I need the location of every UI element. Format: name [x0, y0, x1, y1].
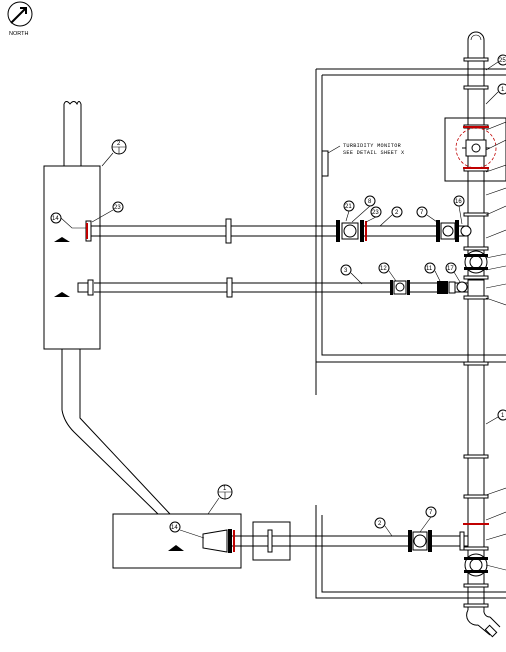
section-marker-upper	[101, 139, 127, 167]
riser-tee-middle	[467, 279, 485, 297]
callout-middle-2: 12	[380, 266, 387, 272]
upper-pipe-line	[85, 218, 472, 244]
callout-upper-4: 8	[368, 199, 372, 205]
upper-tank	[43, 101, 171, 515]
section-marker-lower	[207, 484, 233, 515]
lower-tank	[112, 513, 291, 569]
middle-pipe-line	[77, 277, 468, 298]
note-line-2: SEE DETAIL SHEET X	[343, 150, 405, 156]
north-label: NORTH	[9, 31, 28, 37]
callout-bubbles	[50, 54, 506, 571]
callout-upper-5: 23	[372, 210, 379, 216]
callout-upper-7: 7	[420, 210, 424, 216]
riser-valve-upper	[464, 250, 488, 274]
callout-lower-3: 7	[429, 510, 433, 516]
lower-pipe-line	[202, 529, 468, 553]
riser-valve-lower	[464, 553, 488, 577]
callout-riser-1: 25	[499, 58, 506, 64]
callout-riser-3: 1	[501, 413, 505, 419]
callout-upper-2: 23	[114, 205, 121, 211]
callout-lower-1: 14	[171, 525, 178, 531]
north-arrow-icon	[7, 1, 33, 27]
callout-middle-3: 11	[426, 266, 433, 272]
callout-upper-3: 21	[345, 204, 352, 210]
callout-middle-4: 17	[447, 266, 454, 272]
section-marker-lower-label: 1	[223, 486, 227, 492]
callout-upper-6: 2	[395, 210, 399, 216]
vertical-riser-pipe	[444, 31, 506, 638]
note-line-1: TURBIDITY MONITOR	[343, 143, 401, 149]
callout-lower-2: 2	[378, 521, 382, 527]
section-marker-upper-label: 2	[117, 141, 121, 147]
callout-riser-2: 1	[501, 87, 505, 93]
callout-upper-8: 16	[455, 199, 462, 205]
callout-upper-1: 14	[52, 216, 59, 222]
callout-middle-1: 3	[344, 268, 348, 274]
